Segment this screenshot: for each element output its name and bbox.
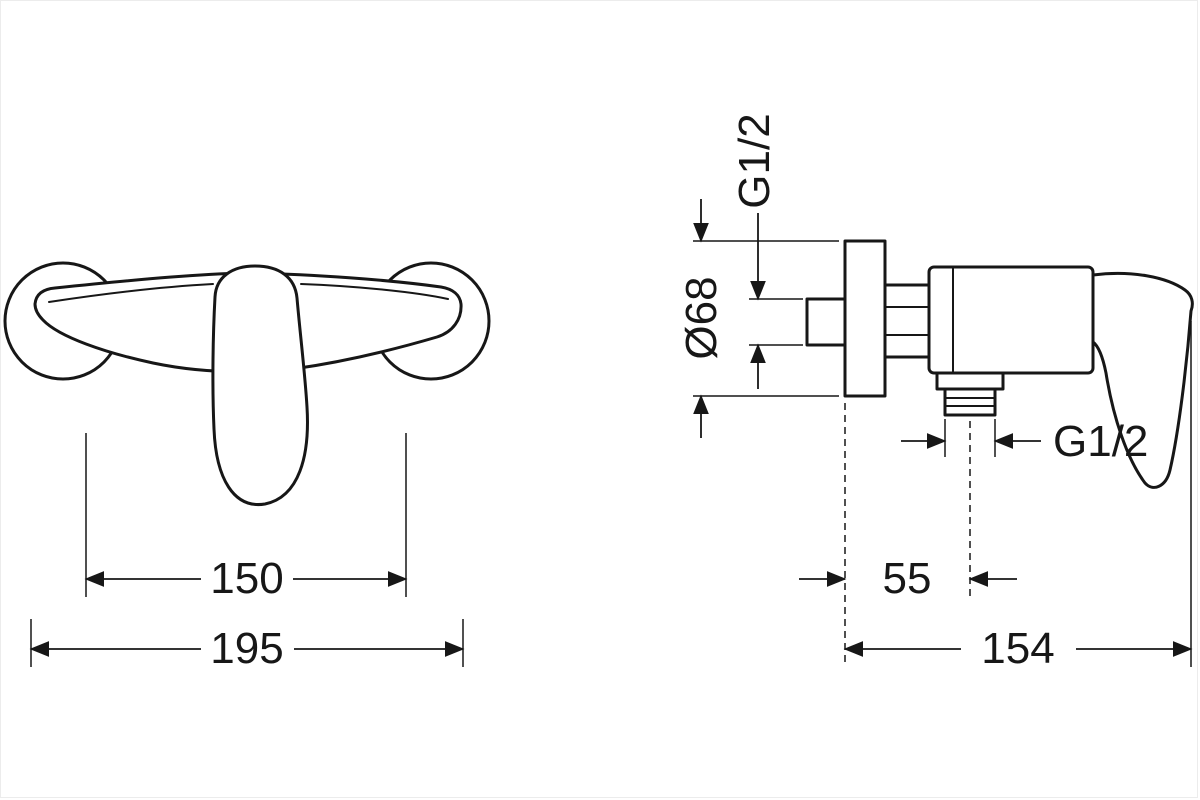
- dim-55: 55: [799, 403, 1017, 665]
- dim-inlet-thread: G1/2: [730, 113, 803, 389]
- dim-diameter-label: Ø68: [677, 276, 726, 359]
- body-crease-left: [48, 283, 214, 303]
- side-view: Ø68 G1/2 G1/2 55: [677, 113, 1194, 673]
- dim-outlet-thread: G1/2: [901, 417, 1148, 466]
- dim-154: 154: [843, 321, 1193, 673]
- dim-150: 150: [84, 433, 408, 603]
- inlet-pipe-stub: [805, 297, 847, 347]
- outlet-thread-stub: [943, 387, 997, 417]
- dim-inlet-thread-label: G1/2: [730, 113, 779, 208]
- front-view: 150 195: [3, 261, 491, 673]
- dim-195-label: 195: [210, 624, 283, 673]
- dim-195: 195: [29, 619, 465, 673]
- dim-flange-diameter: Ø68: [677, 199, 839, 438]
- body-crease-right: [300, 283, 449, 300]
- dim-150-label: 150: [210, 554, 283, 603]
- lever-handle-front: [211, 264, 309, 507]
- dim-outlet-thread-label: G1/2: [1053, 417, 1148, 466]
- outlet-collar: [935, 371, 1005, 391]
- wall-flange-side: [843, 239, 887, 398]
- lever-handle-side: [1091, 271, 1194, 489]
- dim-55-label: 55: [883, 554, 932, 603]
- hex-nut: [883, 283, 933, 359]
- dim-154-label: 154: [981, 624, 1054, 673]
